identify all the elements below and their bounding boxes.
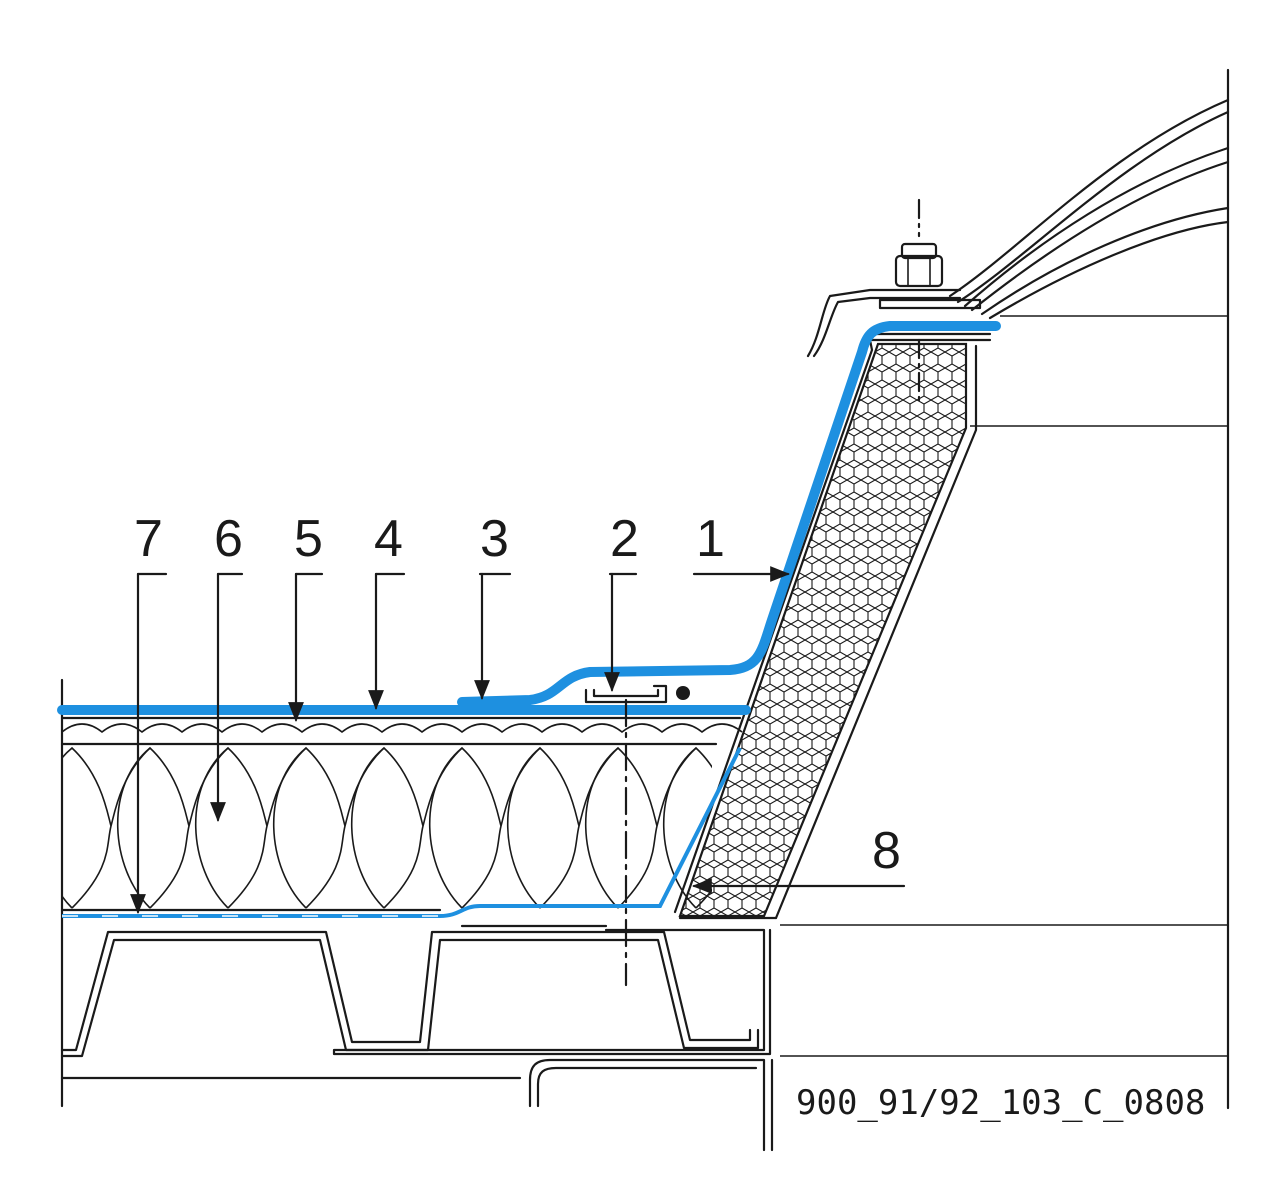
frame-lines — [60, 68, 1230, 1110]
insulation-fiber-loop — [584, 746, 697, 909]
insulation-fiber-loop — [428, 746, 541, 909]
lower-structure — [60, 1058, 774, 1152]
insulation-fiber-loop — [62, 746, 151, 909]
callout-leaders — [130, 566, 906, 914]
callout-3: 3 — [480, 510, 509, 568]
fixing-rail — [584, 684, 690, 704]
insulation-fiber-loop — [662, 746, 712, 909]
upstand-insulation-core — [673, 338, 978, 920]
upstand-frame-profile — [806, 288, 992, 358]
dome-glazing — [948, 98, 1230, 320]
callout-4: 4 — [374, 510, 403, 568]
drawing-code: 900_91/92_103_C_0808 — [796, 1083, 1205, 1123]
callout-labels: 1 2 3 4 5 6 7 8 — [134, 510, 901, 880]
insulation-fiber-loop — [350, 746, 463, 909]
insulation-fiber-loop — [194, 746, 307, 909]
insulation-fiber-loop — [116, 746, 229, 909]
waterproofing-membrane — [57, 321, 1001, 918]
callout-7: 7 — [134, 510, 163, 568]
callout-8: 8 — [872, 822, 901, 880]
callout-1: 1 — [696, 510, 725, 568]
insulation-fiber-loop — [506, 746, 619, 909]
thermal-insulation — [62, 746, 712, 909]
callout-2: 2 — [610, 510, 639, 568]
callout-6: 6 — [214, 510, 243, 568]
trapezoidal-deck — [60, 924, 772, 1058]
insulation-fiber-loop — [272, 746, 385, 909]
callout-5: 5 — [294, 510, 323, 568]
top-separation-layer — [60, 716, 743, 746]
